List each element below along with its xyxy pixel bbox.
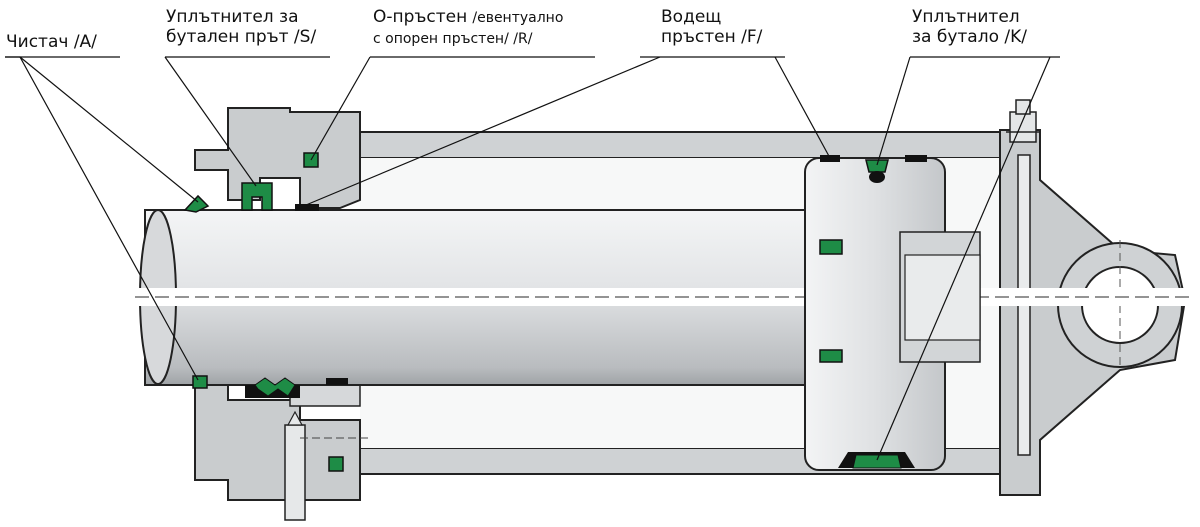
leader-lines — [5, 56, 1060, 461]
front-gland — [194, 107, 370, 521]
piston-seal-top-ring — [869, 171, 885, 183]
label-piston-seal: Уплътнител за бутало /K/ — [912, 7, 1027, 47]
label-rod-seal-line1: Уплътнител за — [166, 7, 299, 27]
guide-ring-top-left — [820, 155, 840, 162]
rod-seal-bottom — [254, 377, 296, 397]
label-piston-seal-line2: за бутало /K/ — [912, 26, 1027, 47]
label-guide-ring-line2: пръстен /F/ — [661, 26, 763, 47]
label-wiper: Чистач /A/ — [6, 32, 97, 53]
label-wiper-line1: Чистач /A/ — [6, 32, 97, 52]
guide-ring-top-right — [905, 155, 927, 162]
leader-backup-ring — [305, 56, 661, 206]
label-o-ring-line1a: О-пръстен — [373, 7, 468, 27]
piston-seal-bottom — [852, 454, 902, 469]
label-o-ring-line1b: /евентуално — [472, 10, 564, 26]
label-rod-seal: Уплътнител за бутален прът /S/ — [166, 7, 317, 47]
wiper-seal-top — [183, 194, 210, 213]
inner-o-ring-bottom — [819, 349, 843, 363]
label-guide-ring: Водещ пръстен /F/ — [661, 7, 763, 47]
wiper-seal-bottom — [192, 375, 208, 389]
label-rod-seal-line2: бутален прът /S/ — [166, 26, 317, 47]
label-o-ring: О-пръстен /евентуално с опорен пръстен/ … — [373, 7, 564, 47]
label-o-ring-line2: с опорен пръстен/ /R/ — [373, 30, 533, 47]
leader-wiper-top — [19, 56, 199, 203]
piston — [804, 157, 981, 471]
leader-rod-seal — [164, 56, 257, 187]
backup-ring-top — [295, 204, 319, 211]
bleed-screw — [1006, 99, 1040, 143]
rod-seal-top — [241, 182, 273, 211]
seals — [183, 152, 927, 472]
o-ring-bottom — [328, 456, 344, 472]
piston-seal-top — [865, 159, 889, 173]
label-guide-ring-line1: Водещ — [661, 7, 722, 27]
backup-ring-bottom — [326, 378, 348, 385]
label-piston-seal-line1: Уплътнител — [912, 7, 1020, 27]
leader-piston-seal-bottom — [876, 56, 1051, 461]
inner-o-ring-top — [819, 239, 843, 255]
rear-end-cap — [999, 129, 1187, 496]
leader-piston-seal — [876, 56, 911, 166]
leader-guide-ring — [774, 56, 831, 159]
leader-o-ring — [310, 56, 371, 161]
